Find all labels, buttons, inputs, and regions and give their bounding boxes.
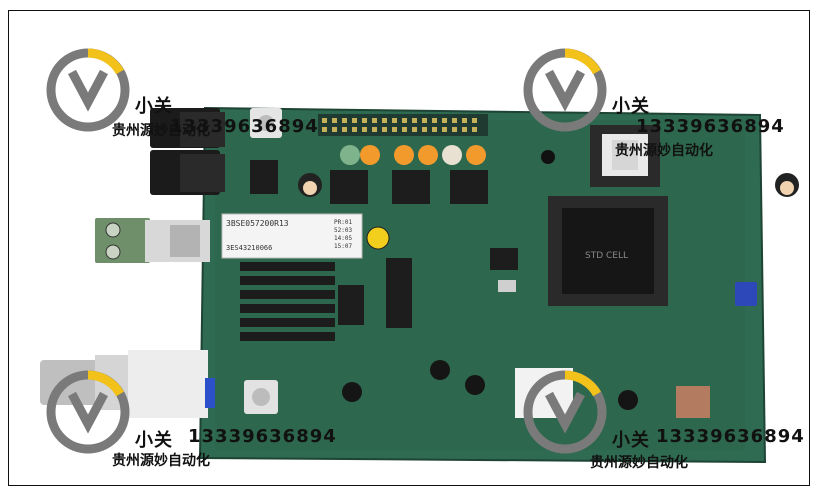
watermark-logo-1 bbox=[46, 48, 130, 132]
bottom-caps bbox=[342, 360, 638, 410]
watermark-logo-3 bbox=[46, 370, 130, 454]
label-line1: 3BSE057200R13 bbox=[226, 219, 289, 228]
monkey-icon bbox=[298, 173, 322, 197]
terminal-block bbox=[95, 218, 210, 263]
bottom-trimmer bbox=[244, 380, 278, 414]
watermark-logo-2 bbox=[523, 48, 607, 132]
watermark-name: 小关 bbox=[135, 430, 173, 451]
crystal bbox=[498, 280, 516, 292]
watermark-phone: 13339636894 bbox=[636, 116, 785, 137]
pin-header bbox=[318, 114, 488, 136]
esd-sticker bbox=[366, 226, 390, 250]
label-code-2: 14:05 bbox=[334, 235, 352, 242]
main-chip-label: STD CELL bbox=[585, 251, 628, 261]
fiber-connectors bbox=[150, 108, 225, 195]
round-components bbox=[340, 145, 555, 165]
bottom-pad bbox=[676, 386, 710, 418]
watermark-logo-4 bbox=[523, 370, 607, 454]
watermark-name: 小关 bbox=[612, 96, 650, 117]
top-trimmer bbox=[250, 108, 282, 138]
label-sticker: 3BSE057200R13 3ES43210066 PR:01 52:03 14… bbox=[221, 213, 363, 259]
label-code-3: 15:07 bbox=[334, 243, 352, 250]
watermark-company: 贵州源妙自动化 bbox=[615, 143, 713, 159]
monkey-icon bbox=[775, 173, 799, 197]
watermark-phone: 13339636894 bbox=[188, 426, 337, 447]
watermark-phone: 13339636894 bbox=[170, 116, 319, 137]
watermark-name: 小关 bbox=[612, 430, 650, 451]
watermark-company: 贵州源妙自动化 bbox=[112, 453, 210, 469]
blue-trimmer bbox=[735, 282, 757, 306]
label-code-0: PR:01 bbox=[334, 219, 352, 226]
resistor-arrays bbox=[240, 262, 335, 341]
rom-socket bbox=[590, 125, 660, 187]
main-chip: STD CELL bbox=[548, 196, 668, 306]
watermark-phone: 13339636894 bbox=[656, 426, 805, 447]
label-code-1: 52:03 bbox=[334, 227, 352, 234]
label-line2: 3ES43210066 bbox=[226, 244, 272, 252]
watermark-company: 贵州源妙自动化 bbox=[112, 123, 210, 139]
watermark-company: 贵州源妙自动化 bbox=[590, 455, 688, 471]
watermark-name: 小关 bbox=[135, 96, 173, 117]
ic-chips bbox=[250, 160, 518, 328]
